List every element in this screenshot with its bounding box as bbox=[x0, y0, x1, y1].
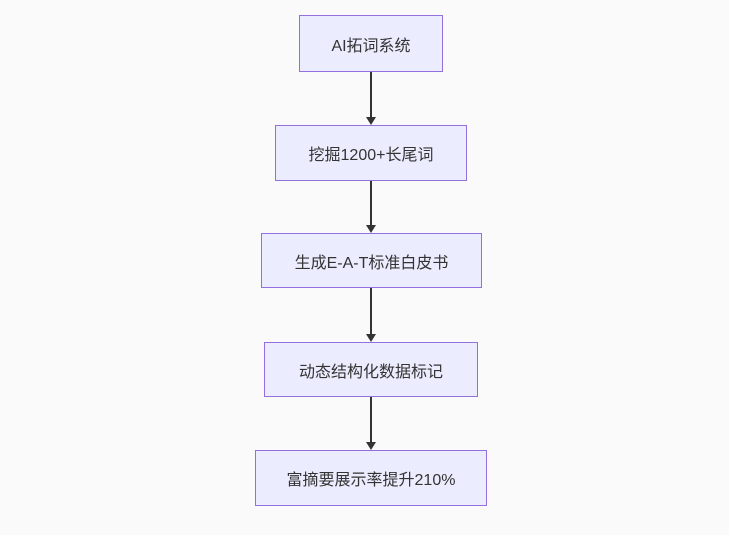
flow-node-label: AI拓词系统 bbox=[331, 37, 411, 55]
flow-arrow-3 bbox=[366, 288, 376, 342]
arrow-down-icon bbox=[366, 334, 376, 342]
flow-node-eat-whitepaper: 生成E-A-T标准白皮书 bbox=[261, 233, 482, 288]
flow-node-longtail-keyword-mining: 挖掘1200+长尾词 bbox=[275, 125, 467, 181]
flow-arrow-2 bbox=[366, 181, 376, 233]
flow-node-rich-snippet-result: 富摘要展示率提升210% bbox=[255, 450, 487, 506]
flow-node-label: 富摘要展示率提升210% bbox=[286, 472, 456, 489]
arrow-down-icon bbox=[366, 225, 376, 233]
flow-node-label: 挖掘1200+长尾词 bbox=[308, 147, 434, 164]
flow-arrow-1 bbox=[366, 72, 376, 125]
arrow-down-icon bbox=[366, 117, 376, 125]
flow-node-structured-data-markup: 动态结构化数据标记 bbox=[264, 342, 478, 397]
flow-node-ai-word-expansion-system: AI拓词系统 bbox=[299, 15, 443, 72]
flow-node-label: 动态结构化数据标记 bbox=[298, 363, 443, 381]
flow-node-label: 生成E-A-T标准白皮书 bbox=[294, 254, 449, 272]
arrow-down-icon bbox=[366, 442, 376, 450]
flow-arrow-4 bbox=[366, 397, 376, 450]
